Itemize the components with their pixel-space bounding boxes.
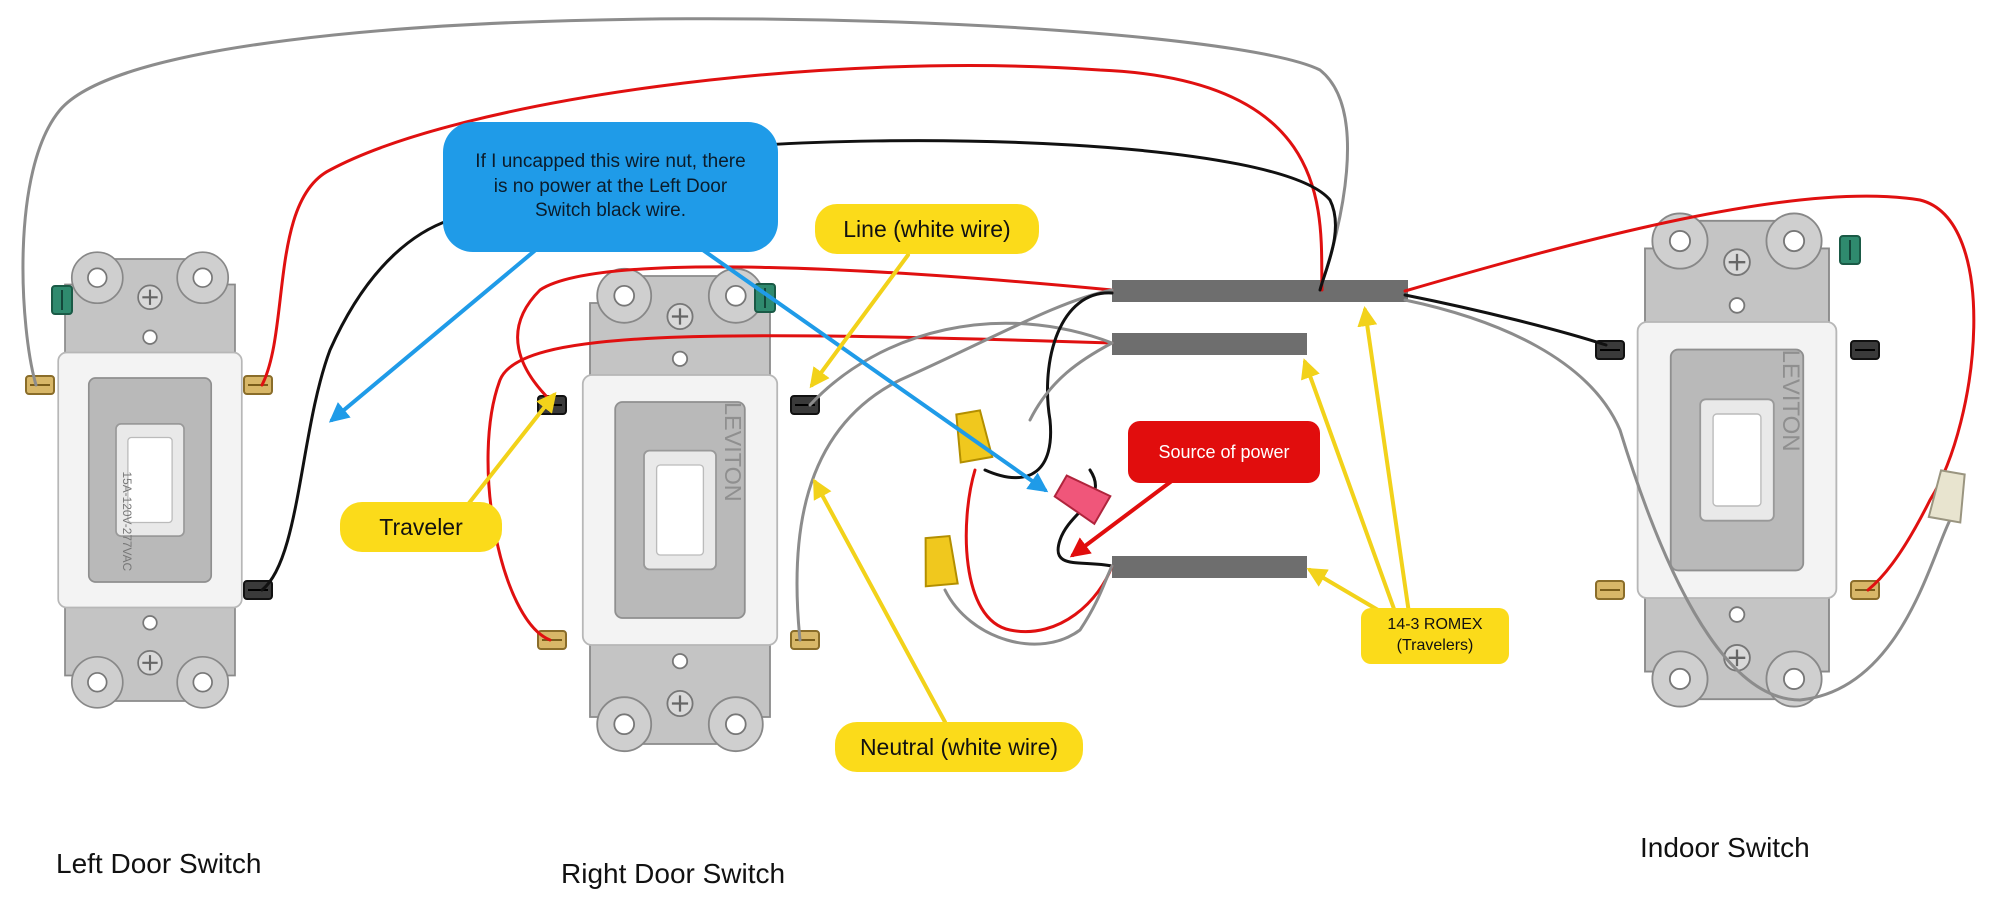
romex-cable-top-left (1112, 280, 1322, 302)
neutral-wire-indoor (1403, 298, 1952, 702)
romex-cable-top-right (1318, 280, 1408, 302)
wire-nut-white-indoor (1927, 469, 1966, 524)
arrow-neutral-to-wire (813, 478, 947, 724)
arrow-romex-to-bottom-cable (1306, 567, 1380, 612)
callout-source-of-power: Source of power (1128, 421, 1320, 483)
neutral-wire-bottom (943, 564, 1114, 646)
wire-nut-yellow-bottom (924, 534, 959, 588)
hot-wire-source-loop (964, 468, 1114, 633)
left-door-switch: 15A-120V-277VAC (57, 251, 243, 709)
left-switch-brass-screw-top (25, 375, 55, 395)
indoor-switch-brass-screw-left (1595, 580, 1625, 600)
right-switch-brass-screw-right (790, 630, 820, 650)
callout-line-white-wire: Line (white wire) (815, 204, 1039, 254)
arrow-source-to-nut (1069, 478, 1175, 558)
arrow-uncapped-to-left-black (328, 246, 540, 423)
callout-romex-travelers: 14-3 ROMEX (Travelers) (1361, 608, 1509, 664)
right-switch-brand-text: LEVITON (720, 402, 746, 502)
callout-traveler: Traveler (340, 502, 502, 552)
indoor-switch-black-screw-right (1850, 340, 1880, 360)
hot-wire-left-top (260, 64, 1324, 387)
indoor-switch-brand-text: LEVITON (1777, 350, 1804, 452)
black-wire-top (698, 139, 1337, 292)
romex-cable-middle (1112, 333, 1307, 355)
indoor-switch-ground-screw (1839, 235, 1861, 265)
indoor-switch-label: Indoor Switch (1640, 832, 1810, 863)
black-wire-left-switch (260, 218, 452, 592)
arrow-uncapped-to-nut (698, 246, 1049, 493)
right-switch-brass-screw-left (537, 630, 567, 650)
left-switch-ground-screw (51, 285, 73, 315)
arrow-romex-to-top-right-cable (1357, 306, 1412, 622)
black-wire-to-nut (983, 291, 1114, 480)
hot-wire-right-switch-lower (486, 334, 1114, 642)
black-wire-indoor (1403, 293, 1608, 347)
arrow-line-to-screw (809, 253, 910, 389)
callout-uncapped-wire-nut: If I uncapped this wire nut, there is no… (443, 122, 778, 252)
arrow-romex-to-middle-cable (1301, 358, 1400, 622)
wire-nut-red (1053, 474, 1112, 526)
neutral-wire-top-loop (21, 17, 1349, 387)
indoor-switch: LEVITON (1636, 212, 1838, 708)
neutral-wire-middle (1028, 341, 1114, 422)
arrow-traveler-to-screw (460, 391, 557, 514)
right-door-switch-label: Right Door Switch (561, 858, 786, 889)
left-switch-brass-screw-right (243, 375, 273, 395)
romex-cable-bottom (1112, 556, 1307, 578)
left-door-switch-label: Left Door Switch (56, 848, 262, 879)
left-switch-rating-text: 15A-120V-277VAC (120, 472, 134, 572)
neutral-wire-right-switch (795, 288, 1114, 642)
hot-wire-indoor-top (1403, 194, 1976, 592)
hot-wire-right-switch-traveler (516, 265, 1114, 402)
callout-neutral-white-wire: Neutral (white wire) (835, 722, 1083, 772)
black-wire-right-switch (808, 321, 1114, 407)
right-door-switch: LEVITON (581, 267, 779, 753)
wire-nut-yellow-top (955, 409, 994, 464)
